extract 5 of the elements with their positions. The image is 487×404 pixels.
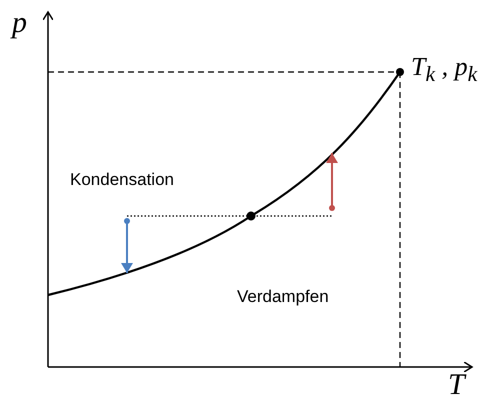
critical-point-label: T$_{k}$ , p$_{k}$: [411, 54, 478, 86]
region-label: Kondensation: [70, 171, 174, 188]
axis-label: p: [12, 8, 27, 38]
axis-label: T: [448, 370, 465, 400]
region-label: Verdampfen: [237, 288, 329, 305]
